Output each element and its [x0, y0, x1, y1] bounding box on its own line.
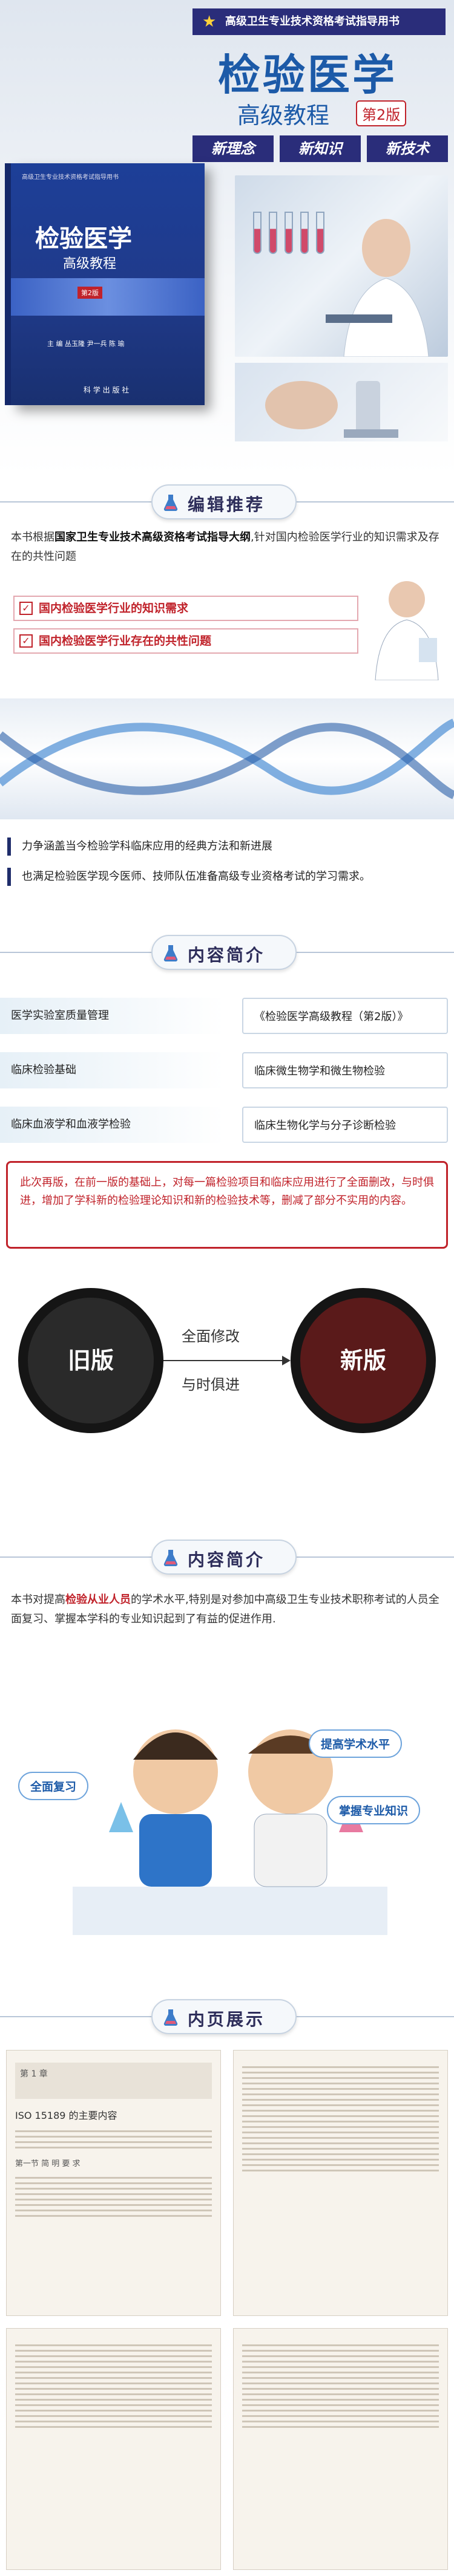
arrow-right-icon — [163, 1356, 291, 1365]
test-tube-icon — [253, 212, 262, 254]
old-edition-circle: 旧版 — [18, 1288, 163, 1433]
editor-section: 编辑推荐 本书根据国家卫生专业技术高级资格考试指导大纲,针对国内检验医学行业的知… — [0, 475, 454, 925]
book-cover: 高级卫生专业技术资格考试指导用书 检验医学 高级教程 第2版 主 编 丛玉隆 尹… — [5, 163, 205, 405]
test-tube-icon — [316, 212, 324, 254]
intro-highlight: 检验从业人员 — [65, 1593, 131, 1606]
divider — [297, 952, 454, 953]
checklist-item: ✓ 国内检验医学行业存在的共性问题 — [13, 628, 358, 654]
book-series: 高级卫生专业技术资格考试指导用书 — [22, 174, 119, 181]
topic-item: 临床检验基础 — [0, 1052, 224, 1088]
star-icon: ★ — [202, 13, 217, 31]
topic-item: 临床生物化学与分子诊断检验 — [242, 1107, 448, 1143]
book-edition: 第2版 — [77, 287, 102, 299]
flask-icon — [163, 495, 178, 512]
section-heading: 内容简介 — [151, 1540, 297, 1575]
checklist-item: ✓ 国内检验医学行业的知识需求 — [13, 596, 358, 621]
benefit-bubble: 全面复习 — [18, 1772, 89, 1800]
revision-note-text: 此次再版，在前一版的基础上，对每一篇检验项目和临床应用进行了全面删改，与时俱进，… — [20, 1176, 434, 1207]
checklist-label: 国内检验医学行业存在的共性问题 — [39, 634, 212, 648]
divider — [297, 1556, 454, 1558]
revision-note: 此次再版，在前一版的基础上，对每一篇检验项目和临床应用进行了全面删改，与时俱进，… — [6, 1161, 448, 1249]
intro-text: 的学术水平,特别是对参加中高级卫生专业技术职称考试的人员全面复习、掌握本学科的专… — [11, 1593, 439, 1625]
benefit-bubble: 提高学术水平 — [309, 1729, 403, 1758]
chapter-title: ISO 15189 的主要内容 — [15, 2110, 117, 2121]
book-spine — [5, 163, 11, 405]
test-tube-icon — [285, 212, 293, 254]
checkbox-icon: ✓ — [19, 602, 33, 615]
divider — [0, 952, 151, 953]
feature-tag: 新知识 — [280, 135, 361, 162]
feature-tag: 新理念 — [192, 135, 274, 162]
page-preview: 第 1 章 ISO 15189 的主要内容 第一节 简 明 要 求 — [6, 2050, 221, 2316]
divider — [297, 2016, 454, 2017]
topic-item: 临床微生物学和微生物检验 — [242, 1052, 448, 1088]
book-title: 检验医学 — [35, 224, 132, 253]
scientist-illustration — [326, 219, 429, 357]
checkbox-icon: ✓ — [19, 634, 33, 648]
page-preview — [6, 2328, 221, 2570]
book-title-item: 《检验医学高级教程（第2版）》 — [242, 998, 448, 1034]
note-line: 力争涵盖当今检验学科临床应用的经典方法和新进展 — [7, 838, 447, 856]
flask-icon — [163, 1550, 178, 1567]
doctor-illustration — [375, 581, 439, 680]
series-banner: ★ 高级卫生专业技术资格考试指导用书 — [192, 8, 446, 35]
intro-section: 内容简介 本书对提高检验从业人员的学术水平,特别是对参加中高级卫生专业技术职称考… — [0, 1530, 454, 1989]
book-subtitle: 高级教程 — [63, 256, 117, 272]
microscope-illustration — [265, 381, 398, 438]
chapter-label: 第 1 章 — [15, 2063, 212, 2099]
arrow-bottom-label: 与时俱进 — [182, 1376, 240, 1393]
intro-bold: 国家卫生专业技术高级资格考试指导大纲 — [54, 531, 251, 544]
new-edition-label: 新版 — [340, 1347, 386, 1374]
student-illustration — [73, 1729, 387, 1935]
topic-item: 临床血液学和血液学检验 — [0, 1107, 224, 1143]
hero-title: 检验医学 — [218, 50, 397, 100]
series-banner-text: 高级卫生专业技术资格考试指导用书 — [225, 15, 400, 28]
divider — [0, 2016, 151, 2017]
feature-tags: 新理念 新知识 新技术 — [192, 135, 448, 162]
intro-text: 本书对提高 — [11, 1593, 65, 1606]
note-line: 也满足检验医学现今医师、技师队伍准备高级专业资格考试的学习需求。 — [7, 868, 447, 886]
editor-intro: 本书根据国家卫生专业技术高级资格考试指导大纲,针对国内检验医学行业的知识需求及存… — [11, 528, 442, 567]
book-publisher: 科 学 出 版 社 — [84, 386, 130, 394]
intro-text: ,针对国内检验医学行业的知识需求及存在的共性问题 — [11, 531, 439, 563]
flask-icon — [163, 2009, 178, 2026]
section-heading-text: 内容简介 — [188, 945, 266, 965]
intro-paragraph: 本书对提高检验从业人员的学术水平,特别是对参加中高级卫生专业技术职称考试的人员全… — [11, 1590, 442, 1629]
page-preview — [233, 2328, 448, 2570]
section-heading: 编辑推荐 — [151, 484, 297, 519]
flask-icon — [163, 945, 178, 962]
divider — [297, 501, 454, 503]
hero-edition-badge: 第2版 — [356, 100, 407, 126]
dna-helix-illustration — [0, 718, 454, 799]
arrow-top-label: 全面修改 — [182, 1328, 240, 1345]
dna-image — [0, 698, 454, 819]
page-preview — [233, 2050, 448, 2316]
test-tube-icon — [300, 212, 309, 254]
hero-banner: ★ 高级卫生专业技术资格考试指导用书 检验医学 高级教程 第2版 新理念 新知识… — [0, 0, 454, 475]
divider — [0, 1556, 151, 1558]
intro-text: 本书根据 — [11, 531, 54, 544]
section-heading-text: 编辑推荐 — [188, 495, 266, 515]
benefit-bubble: 掌握专业知识 — [327, 1796, 421, 1824]
section-title: 第一节 简 明 要 求 — [15, 2159, 81, 2168]
section-heading: 内容简介 — [151, 935, 297, 970]
new-edition-circle: 新版 — [291, 1288, 436, 1433]
topic-item: 医学实验室质量管理 — [0, 998, 224, 1034]
pages-section: 内页展示 第 1 章 ISO 15189 的主要内容 第一节 简 明 要 求 — [0, 1989, 454, 2576]
section-heading: 内页展示 — [151, 1999, 297, 2034]
content-section: 内容简介 医学实验室质量管理 临床检验基础 临床血液学和血液学检验 《检验医学高… — [0, 925, 454, 1530]
book-authors: 主 编 丛玉隆 尹一兵 陈 瑜 — [47, 340, 125, 348]
feature-tag: 新技术 — [367, 135, 448, 162]
hero-subtitle: 高级教程 — [237, 102, 330, 129]
test-tube-icon — [269, 212, 277, 254]
checklist-label: 国内检验医学行业的知识需求 — [39, 602, 189, 615]
section-heading-text: 内页展示 — [188, 2009, 266, 2029]
section-heading-text: 内容简介 — [188, 1550, 266, 1570]
lab-photo — [235, 175, 448, 357]
lab-photo-2 — [235, 363, 448, 441]
book-band — [11, 278, 205, 316]
old-edition-label: 旧版 — [67, 1347, 114, 1374]
divider — [0, 501, 151, 503]
